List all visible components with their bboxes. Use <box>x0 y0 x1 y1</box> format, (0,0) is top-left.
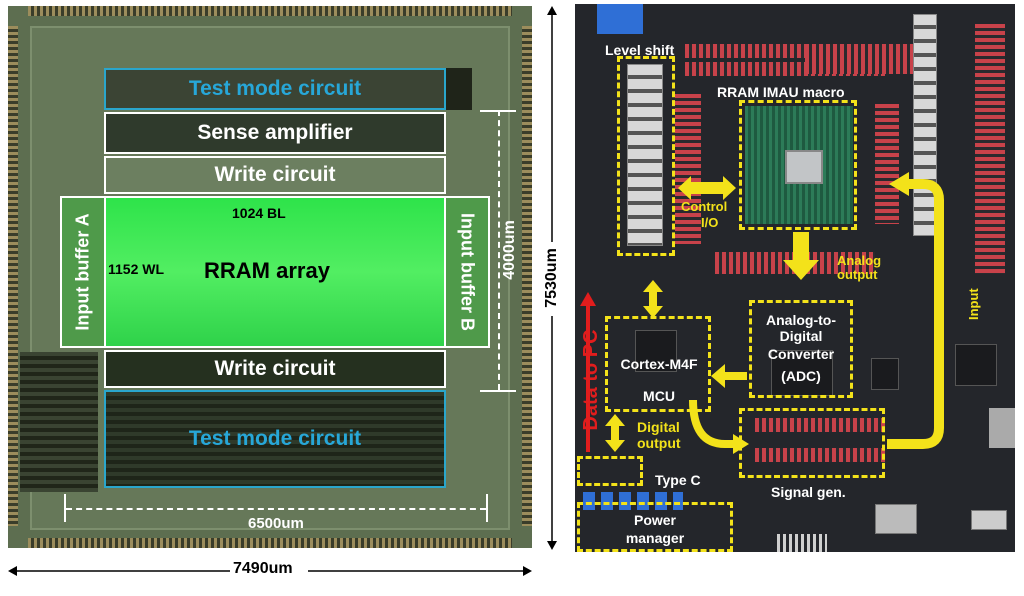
rram-array-block <box>104 196 446 348</box>
level-shift-switches <box>627 64 663 246</box>
side-connector <box>989 408 1015 448</box>
height-dimension-tick-bottom <box>480 390 516 392</box>
write-circuit-top-label: Write circuit <box>214 163 336 186</box>
sense-amplifier-block: Sense amplifier <box>104 112 446 154</box>
test-mode-extension <box>446 68 472 110</box>
analog-output-label-1: Analog <box>837 253 882 268</box>
signal-gen-header <box>755 418 885 432</box>
input-loop-arrow <box>887 179 944 449</box>
control-io-label-1: Control <box>681 199 728 214</box>
write-circuit-bottom-label: Write circuit <box>214 357 336 380</box>
data-to-pc-arrow-head <box>580 292 596 306</box>
power-manager-label-1: Power <box>633 512 676 528</box>
top-pad-ring <box>28 6 512 16</box>
right-header-column <box>875 104 899 224</box>
digital-output-label-1: Digital <box>637 419 680 435</box>
height-dimension-line <box>498 110 500 390</box>
mcu-label-1: Cortex-M4F <box>620 356 698 372</box>
adc-label-1: Analog-to- <box>766 312 836 328</box>
dip-switch-bank <box>597 4 643 34</box>
right-switch-column <box>913 14 937 236</box>
mcu-box <box>605 316 711 412</box>
bottom-pad-ring <box>28 538 512 548</box>
adc-label-3: Converter <box>767 346 835 362</box>
chip-width-arrow <box>8 566 532 576</box>
sense-amplifier-label: Sense amplifier <box>197 121 353 144</box>
adc-label-4: (ADC) <box>781 368 821 384</box>
test-mode-circuit-bottom: Test mode circuit <box>104 390 446 488</box>
power-manager-box <box>577 502 733 552</box>
left-header-column <box>675 94 701 244</box>
analog-output-arrow <box>783 232 819 280</box>
signal-gen-label: Signal gen. <box>771 484 846 500</box>
width-dimension-line <box>66 508 486 510</box>
left-routing-stripes <box>20 352 98 492</box>
macro-label: RRAM IMAU macro <box>717 84 845 100</box>
control-io-arrow <box>678 176 736 200</box>
width-dimension-tick-right <box>486 494 488 522</box>
input-buffer-a <box>60 196 106 348</box>
write-circuit-bottom: Write circuit <box>104 350 446 388</box>
width-dimension-label: 6500um <box>248 515 304 532</box>
width-dimension-tick-left <box>64 494 66 522</box>
height-dimension-label: 4000um <box>501 220 518 280</box>
right-pad-ring <box>522 26 532 526</box>
adc-chip <box>771 350 833 396</box>
far-right-header-column <box>975 24 1005 274</box>
digital-output-arrow <box>605 414 625 452</box>
bit-line-count: 1024 BL <box>232 205 286 221</box>
adc-to-mcu-arrow <box>711 364 747 388</box>
test-mode-circuit-top: Test mode circuit <box>104 68 446 110</box>
input-chip <box>955 344 997 386</box>
macro-die <box>785 150 823 184</box>
input-label: Input <box>966 288 981 320</box>
signal-gen-header-2 <box>755 448 885 462</box>
test-mode-top-label: Test mode circuit <box>188 77 362 100</box>
type-c-box <box>577 456 643 486</box>
level-shift-label: Level shift <box>605 42 675 58</box>
mcu-label-2: MCU <box>643 388 675 404</box>
level-shift-box <box>617 56 675 256</box>
chip-height-label: 7530um <box>543 248 560 308</box>
left-pad-ring <box>8 26 18 526</box>
type-c-label: Type C <box>655 472 701 488</box>
chip-width-label: 7490um <box>233 560 293 577</box>
test-mode-bottom-label: Test mode circuit <box>188 427 362 450</box>
rram-array-label: RRAM array <box>204 258 330 283</box>
flow-arrows <box>580 172 944 454</box>
write-circuit-top: Write circuit <box>104 156 446 194</box>
blue-switches-bottom <box>583 492 683 510</box>
chip-height-arrow <box>547 6 557 550</box>
power-manager-label-2: manager <box>625 530 685 546</box>
data-to-pc-label: Data to PC <box>580 329 603 431</box>
input-buffer-b-label: Input buffer B <box>457 213 478 331</box>
input-buffer-a-label: Input buffer A <box>72 213 93 331</box>
macro-box <box>739 100 857 230</box>
adc-label-2: Digital <box>779 328 823 344</box>
itri-logo-box <box>875 504 917 534</box>
test-board-photo: Level shift RRAM IMAU macro Control I/O … <box>575 4 1015 552</box>
signal-gen-arrow-head <box>733 434 749 454</box>
upper-right-header <box>805 44 915 74</box>
chip-die-photo: Test mode circuit Sense amplifier Write … <box>8 6 532 548</box>
mcu-chip <box>635 330 677 372</box>
input-buffer-b <box>444 196 490 348</box>
small-chip <box>871 358 899 390</box>
digital-output-label-2: output <box>637 435 681 451</box>
board-label-sticker <box>971 510 1007 530</box>
bottom-pins <box>777 534 827 552</box>
mcu-level-shift-arrow <box>643 280 663 318</box>
analog-output-label-2: output <box>837 267 878 282</box>
height-dimension-tick-top <box>480 110 516 112</box>
word-line-count: 1152 WL <box>108 261 165 277</box>
control-io-label-2: I/O <box>701 215 719 230</box>
adc-box <box>749 300 853 398</box>
